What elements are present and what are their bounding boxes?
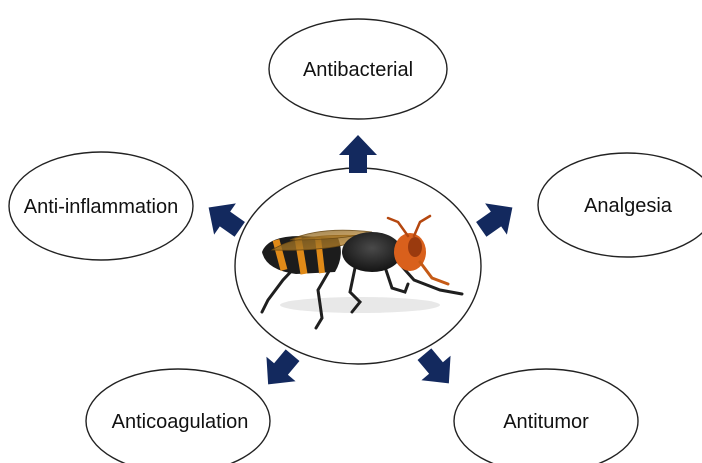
- node-analgesia-label: Analgesia: [584, 195, 673, 217]
- node-anti-inflammation-label: Anti-inflammation: [24, 196, 179, 218]
- node-anticoagulation-label: Anticoagulation: [112, 411, 249, 433]
- arrow-upper-right-icon: [470, 192, 523, 245]
- arrow-up-icon: [339, 135, 377, 173]
- node-antitumor-label: Antitumor: [503, 411, 589, 433]
- node-antibacterial-label: Antibacterial: [303, 59, 413, 81]
